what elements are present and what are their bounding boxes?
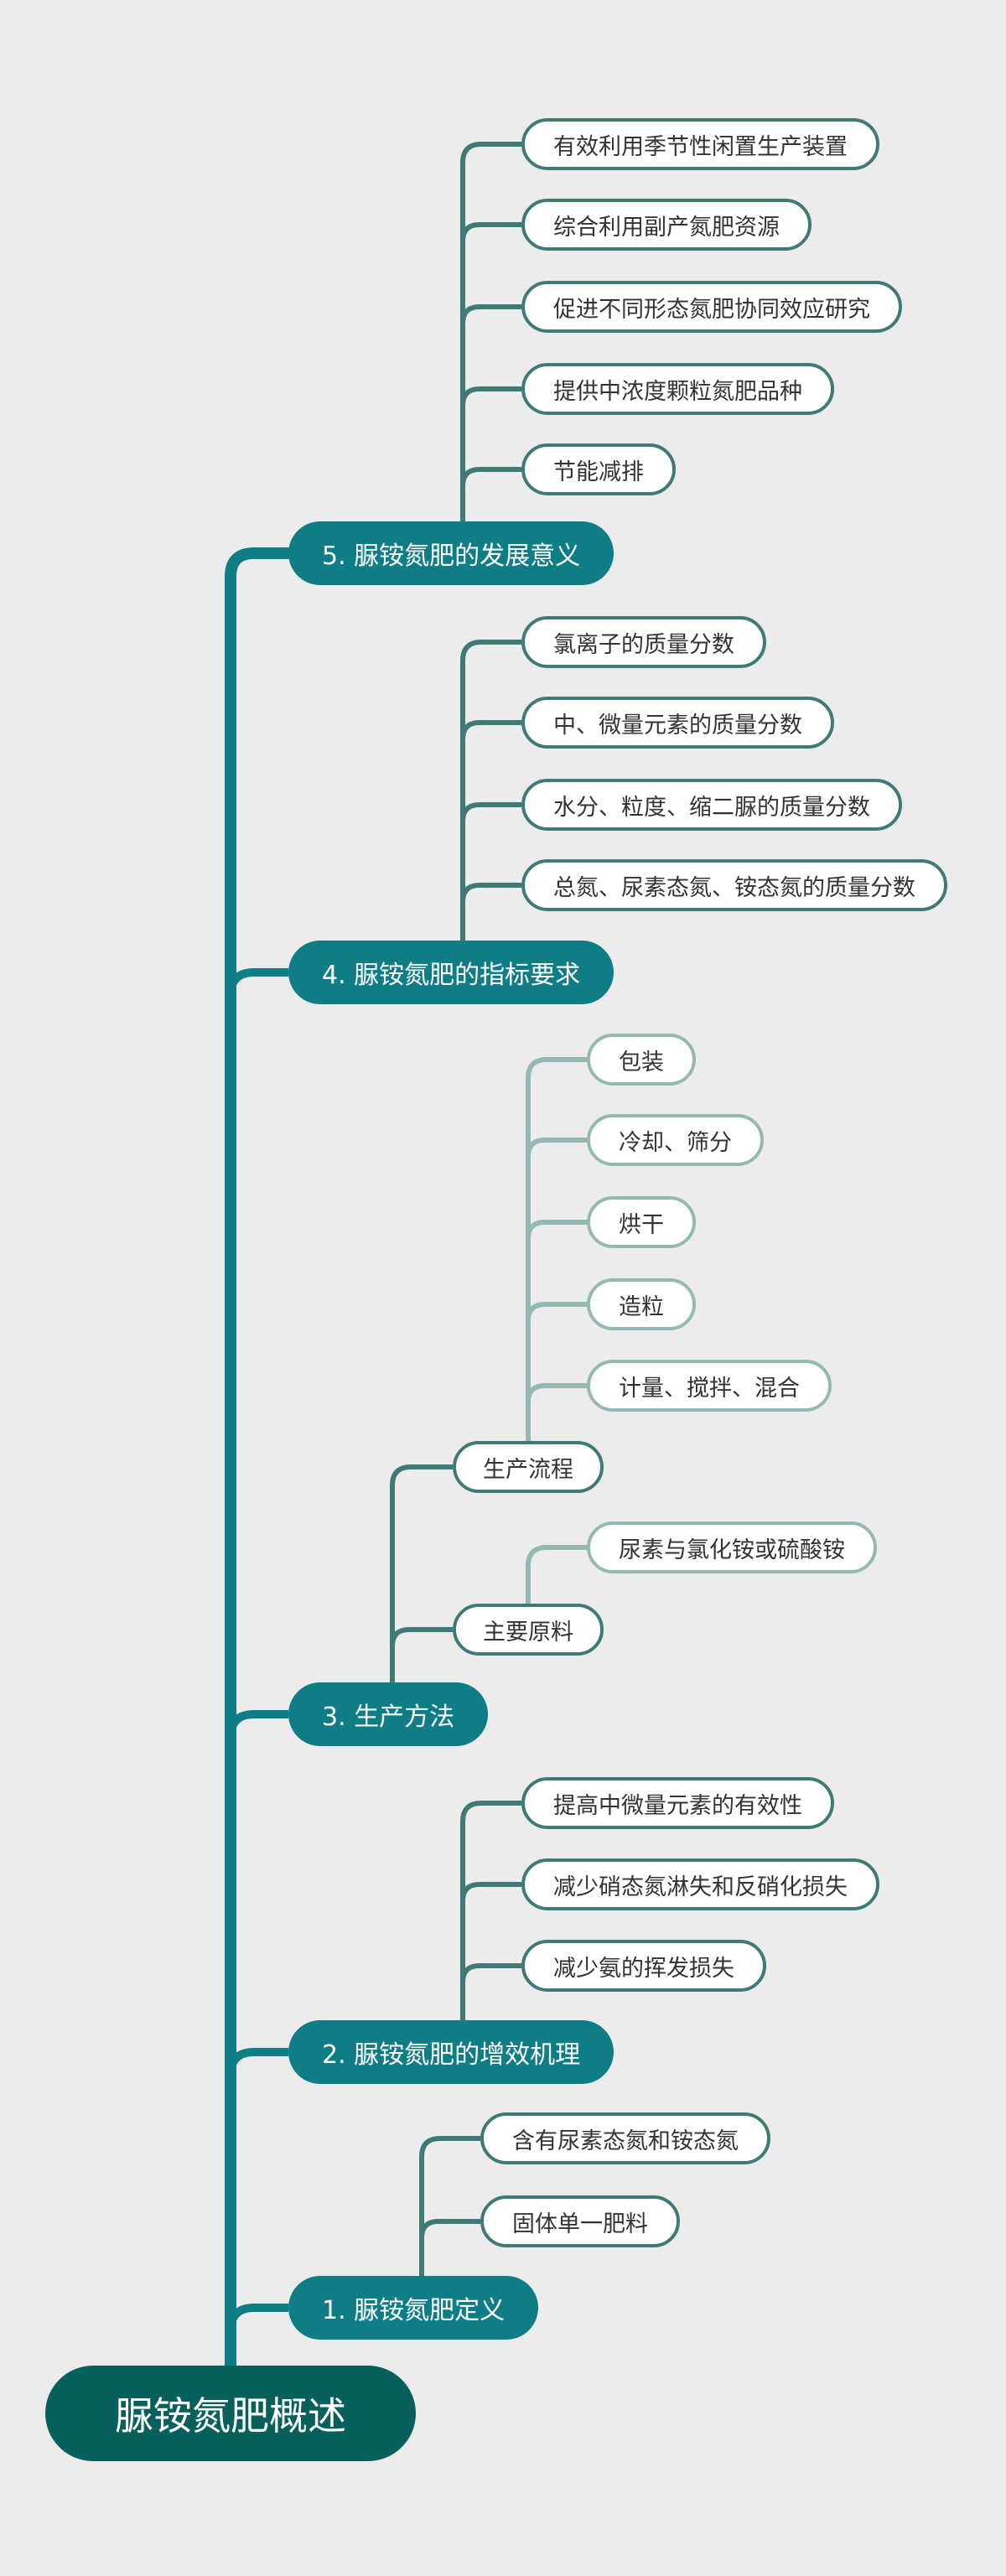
root-node[interactable]: 脲铵氮肥概述	[45, 2366, 416, 2461]
leaf-node[interactable]: 造粒	[587, 1278, 696, 1330]
branch-3-node[interactable]: 3. 生产方法	[288, 1682, 489, 1746]
connector-branch-5	[460, 142, 521, 521]
leaf-node[interactable]: 固体单一肥料	[480, 2195, 680, 2247]
connector-branch-2	[460, 1801, 521, 2020]
connector-root-trunk	[225, 547, 294, 2371]
connector-branch-1	[419, 2136, 480, 2276]
leaf-node[interactable]: 计量、搅拌、混合	[587, 1360, 832, 1412]
connector-branch-4	[460, 640, 521, 941]
connector-group-process	[526, 1057, 587, 1441]
leaf-node[interactable]: 减少硝态氮淋失和反硝化损失	[521, 1858, 879, 1910]
leaf-node[interactable]: 综合利用副产氮肥资源	[521, 199, 812, 251]
leaf-node[interactable]: 氯离子的质量分数	[521, 616, 766, 668]
leaf-node[interactable]: 水分、粒度、缩二脲的质量分数	[521, 779, 902, 831]
leaf-node[interactable]: 减少氨的挥发损失	[521, 1940, 766, 1992]
group-materials-node[interactable]: 主要原料	[453, 1604, 604, 1656]
connector-root-branch-1	[226, 2304, 288, 2332]
branch-5-node[interactable]: 5. 脲铵氮肥的发展意义	[288, 521, 614, 585]
connector-root-branch-4	[226, 968, 288, 997]
leaf-node[interactable]: 提供中浓度颗粒氮肥品种	[521, 363, 834, 415]
leaf-node[interactable]: 中、微量元素的质量分数	[521, 697, 834, 749]
leaf-node[interactable]: 总氮、尿素态氮、铵态氮的质量分数	[521, 859, 947, 911]
connector-root-branch-2	[226, 2048, 288, 2076]
connector-branch-3	[390, 1464, 453, 1682]
leaf-node[interactable]: 烘干	[587, 1196, 696, 1248]
branch-4-node[interactable]: 4. 脲铵氮肥的指标要求	[288, 941, 614, 1004]
leaf-node[interactable]: 包装	[587, 1034, 696, 1086]
connector-group-materials	[526, 1545, 587, 1604]
branch-2-node[interactable]: 2. 脲铵氮肥的增效机理	[288, 2020, 614, 2084]
leaf-node[interactable]: 冷却、筛分	[587, 1114, 764, 1166]
leaf-node[interactable]: 节能减排	[521, 443, 676, 495]
connector-root-branch-3	[226, 1710, 288, 1739]
leaf-node[interactable]: 尿素与氯化铵或硫酸铵	[587, 1521, 877, 1573]
leaf-node[interactable]: 有效利用季节性闲置生产装置	[521, 118, 879, 170]
leaf-node[interactable]: 提高中微量元素的有效性	[521, 1777, 834, 1829]
leaf-node[interactable]: 促进不同形态氮肥协同效应研究	[521, 281, 902, 333]
leaf-node[interactable]: 含有尿素态氮和铵态氮	[480, 2112, 770, 2164]
group-process-node[interactable]: 生产流程	[453, 1441, 604, 1493]
branch-1-node[interactable]: 1. 脲铵氮肥定义	[288, 2276, 539, 2340]
